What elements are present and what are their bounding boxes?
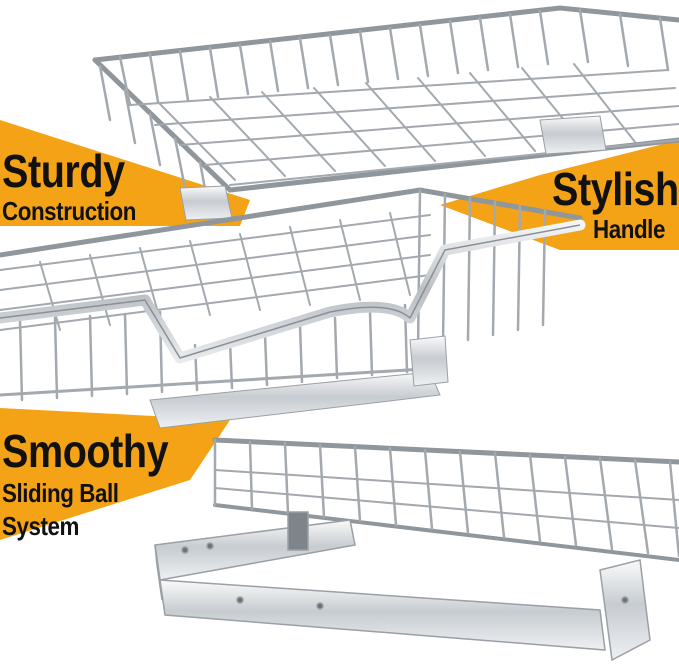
smoothy-title: Smoothy [2, 425, 169, 477]
stylish-band [440, 140, 679, 250]
stylish-subtitle: Handle [593, 214, 665, 244]
slide-rail-frame [154, 511, 651, 662]
sturdy-title: Sturdy [2, 145, 125, 197]
stylish-title: Stylish [552, 163, 679, 215]
smoothy-subtitle-line1: Sliding Ball [2, 478, 119, 508]
top-slide-rail [179, 185, 233, 221]
middle-basket [0, 187, 583, 402]
smoothy-subtitle-line2: System [2, 511, 79, 541]
middle-slide-rail [149, 371, 441, 429]
smoothy-band [0, 408, 230, 540]
sturdy-subtitle: Construction [2, 196, 136, 226]
